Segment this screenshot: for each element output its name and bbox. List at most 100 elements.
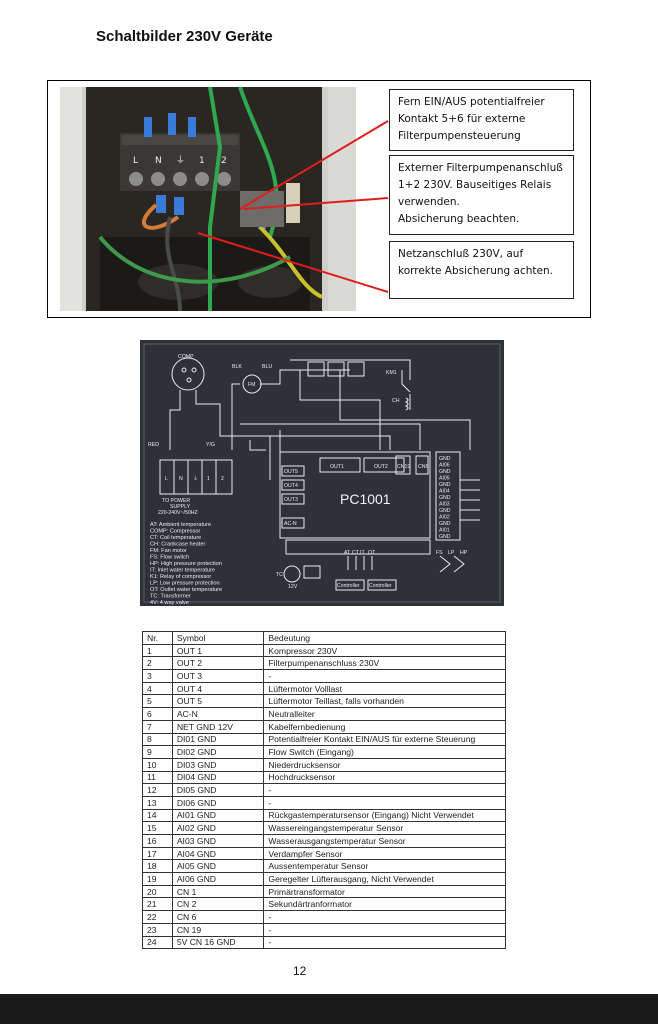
component-label: Controller <box>337 583 360 589</box>
row-meaning: - <box>263 795 506 810</box>
component-label: CH <box>392 398 400 404</box>
legend-line: K1: Relay of compressor <box>150 574 211 580</box>
row-meaning: Sekundärtranformator <box>263 897 506 912</box>
row-symbol: DI02 GND <box>171 745 265 759</box>
photo-terminal-label: N <box>155 156 162 166</box>
row-symbol: NET GND 12V <box>171 719 265 734</box>
row-meaning: Wassereingangstemperatur Sensor <box>263 821 506 835</box>
footer-bar <box>0 994 658 1024</box>
top-out-label: OUT1 <box>330 464 344 470</box>
callout-line: Fern EIN/AUS potentialfreier <box>398 96 545 108</box>
terminal-label: 1 <box>207 476 210 482</box>
board-label: PC1001 <box>340 491 391 507</box>
row-symbol: AI05 GND <box>171 859 265 874</box>
wires <box>98 87 323 311</box>
row-meaning: Niederdrucksensor <box>263 757 506 772</box>
component-label: CN6 <box>418 464 428 470</box>
row-meaning: - <box>263 783 506 797</box>
row-symbol: DI04 GND <box>171 770 265 785</box>
row-meaning: Primärtransformator <box>263 884 506 899</box>
row-meaning: Wasserausgangstemperatur Sensor <box>263 834 506 848</box>
out-label: OUT5 <box>284 469 298 475</box>
power-label: TO POWER <box>162 498 190 504</box>
row-meaning: Filterpumpenanschluss 230V <box>263 656 506 671</box>
legend-line: LP: Low pressure protection <box>150 581 220 587</box>
sensor-label: OT <box>368 550 376 556</box>
row-number: 16 <box>142 834 173 848</box>
legend-line: 4V: 4 way valve <box>150 600 189 606</box>
sensor-label: AT <box>344 550 351 556</box>
column-header: Nr. <box>142 631 173 645</box>
row-number: 17 <box>142 846 173 861</box>
row-number: 21 <box>142 897 173 912</box>
callout-line: Kontakt 5+6 für externe <box>398 113 526 125</box>
legend-line: AT: Ambient temperature <box>150 522 211 528</box>
wiring-photo-frame: L N ⏚ 1 2 Fern EIN/AUS potentialfreie <box>47 80 591 318</box>
row-symbol: CN 19 <box>171 922 265 937</box>
callout-arrows <box>197 120 389 293</box>
out-label: OUT3 <box>284 497 298 503</box>
row-meaning: - <box>263 935 506 950</box>
terminal-label: ⏚ <box>193 475 198 482</box>
column-header: Symbol <box>171 631 265 645</box>
row-number: 6 <box>142 707 173 721</box>
row-symbol: DI01 GND <box>171 732 265 747</box>
component-label: CN19 <box>397 464 410 470</box>
row-symbol: DI06 GND <box>171 795 265 810</box>
row-symbol: OUT 4 <box>171 681 265 696</box>
callout-filter-pump: Externer Filterpumpenanschluß 1+2 230V. … <box>389 155 574 235</box>
row-meaning: Neutralleiter <box>263 707 506 721</box>
row-number: 18 <box>142 859 173 874</box>
row-symbol: DI03 GND <box>171 757 265 772</box>
right-connector-label: GND <box>439 534 451 540</box>
row-symbol: CN 2 <box>171 897 265 912</box>
row-meaning: Geregelter Lüfterausgang, Nicht Verwende… <box>263 872 506 886</box>
callout-remote-contact: Fern EIN/AUS potentialfreier Kontakt 5+6… <box>389 89 574 151</box>
sensor-label: IT <box>360 550 365 556</box>
row-number: 19 <box>142 872 173 886</box>
row-number: 22 <box>142 910 173 924</box>
row-number: 20 <box>142 884 173 899</box>
row-symbol: AI04 GND <box>171 846 265 861</box>
out-label: OUT4 <box>284 483 298 489</box>
callout-line: verwenden. <box>398 196 460 208</box>
row-meaning: Lüftermotor Volllast <box>263 681 506 696</box>
row-symbol: AI01 GND <box>171 808 265 823</box>
photo-terminal-label: 2 <box>221 156 227 166</box>
row-symbol: CN 1 <box>171 884 265 899</box>
right-connector-label: GND <box>439 495 451 501</box>
out-label: AC-N <box>284 521 297 527</box>
row-meaning: Kompressor 230V <box>263 643 506 658</box>
row-symbol: AI02 GND <box>171 821 265 835</box>
callout-line: Absicherung beachten. <box>398 213 520 225</box>
component-label: BLK <box>232 364 242 370</box>
row-meaning: Hochdrucksensor <box>263 770 506 785</box>
legend-line: OT: Outlet water temperature <box>150 587 222 593</box>
row-number: 8 <box>142 732 173 747</box>
right-connector-label: GND <box>439 508 451 514</box>
power-label: SUPPLY <box>170 504 191 510</box>
row-symbol: AI06 GND <box>171 872 265 886</box>
component-label: Y/G <box>206 442 215 448</box>
sensor-label: CT <box>352 550 360 556</box>
row-meaning: - <box>263 910 506 924</box>
photo-terminal-label: L <box>133 156 138 166</box>
row-number: 11 <box>142 770 173 785</box>
